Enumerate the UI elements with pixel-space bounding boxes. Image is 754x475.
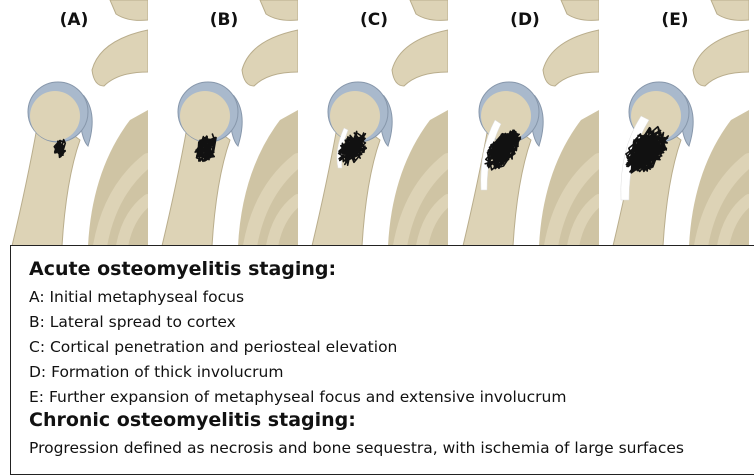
panel-label: (C) [300, 10, 448, 30]
acromion-shape [392, 30, 448, 86]
scapula-shape [539, 110, 599, 246]
staging-legend: Acute osteomyelitis staging: A: Initial … [10, 245, 754, 475]
acute-item-c: C: Cortical penetration and periosteal e… [29, 338, 397, 356]
chronic-heading: Chronic osteomyelitis staging: [29, 409, 356, 431]
scapula-shape [689, 110, 749, 246]
panel-label: (B) [150, 10, 298, 30]
panel-label: (A) [0, 10, 148, 30]
panel-d: (D) [451, 0, 599, 246]
shoulder-illustration [601, 0, 749, 246]
chronic-description: Progression defined as necrosis and bone… [29, 439, 684, 457]
scapula-shape [388, 110, 448, 246]
shoulder-illustration [150, 0, 298, 246]
acromion-shape [543, 30, 599, 86]
acromion-shape [242, 30, 298, 86]
humeral-head [180, 91, 230, 141]
acute-item-e: E: Further expansion of metaphyseal focu… [29, 388, 566, 406]
panel-label: (D) [451, 10, 599, 30]
shoulder-illustration [451, 0, 599, 246]
acute-heading: Acute osteomyelitis staging: [29, 258, 336, 280]
acute-item-b: B: Lateral spread to cortex [29, 313, 236, 331]
acute-item-a: A: Initial metaphyseal focus [29, 288, 244, 306]
acromion-shape [693, 30, 749, 86]
scapula-shape [88, 110, 148, 246]
panel-a: (A) [0, 0, 148, 246]
panel-c: (C) [300, 0, 448, 246]
illustration-strip: (A) (B) (C) (D) (E) [0, 0, 754, 246]
panel-e: (E) [601, 0, 749, 246]
scapula-shape [238, 110, 298, 246]
shoulder-illustration [0, 0, 148, 246]
humeral-head [30, 91, 80, 141]
panel-b: (B) [150, 0, 298, 246]
acute-item-d: D: Formation of thick involucrum [29, 363, 283, 381]
acromion-shape [92, 30, 148, 86]
panel-label: (E) [601, 10, 749, 30]
shoulder-illustration [300, 0, 448, 246]
